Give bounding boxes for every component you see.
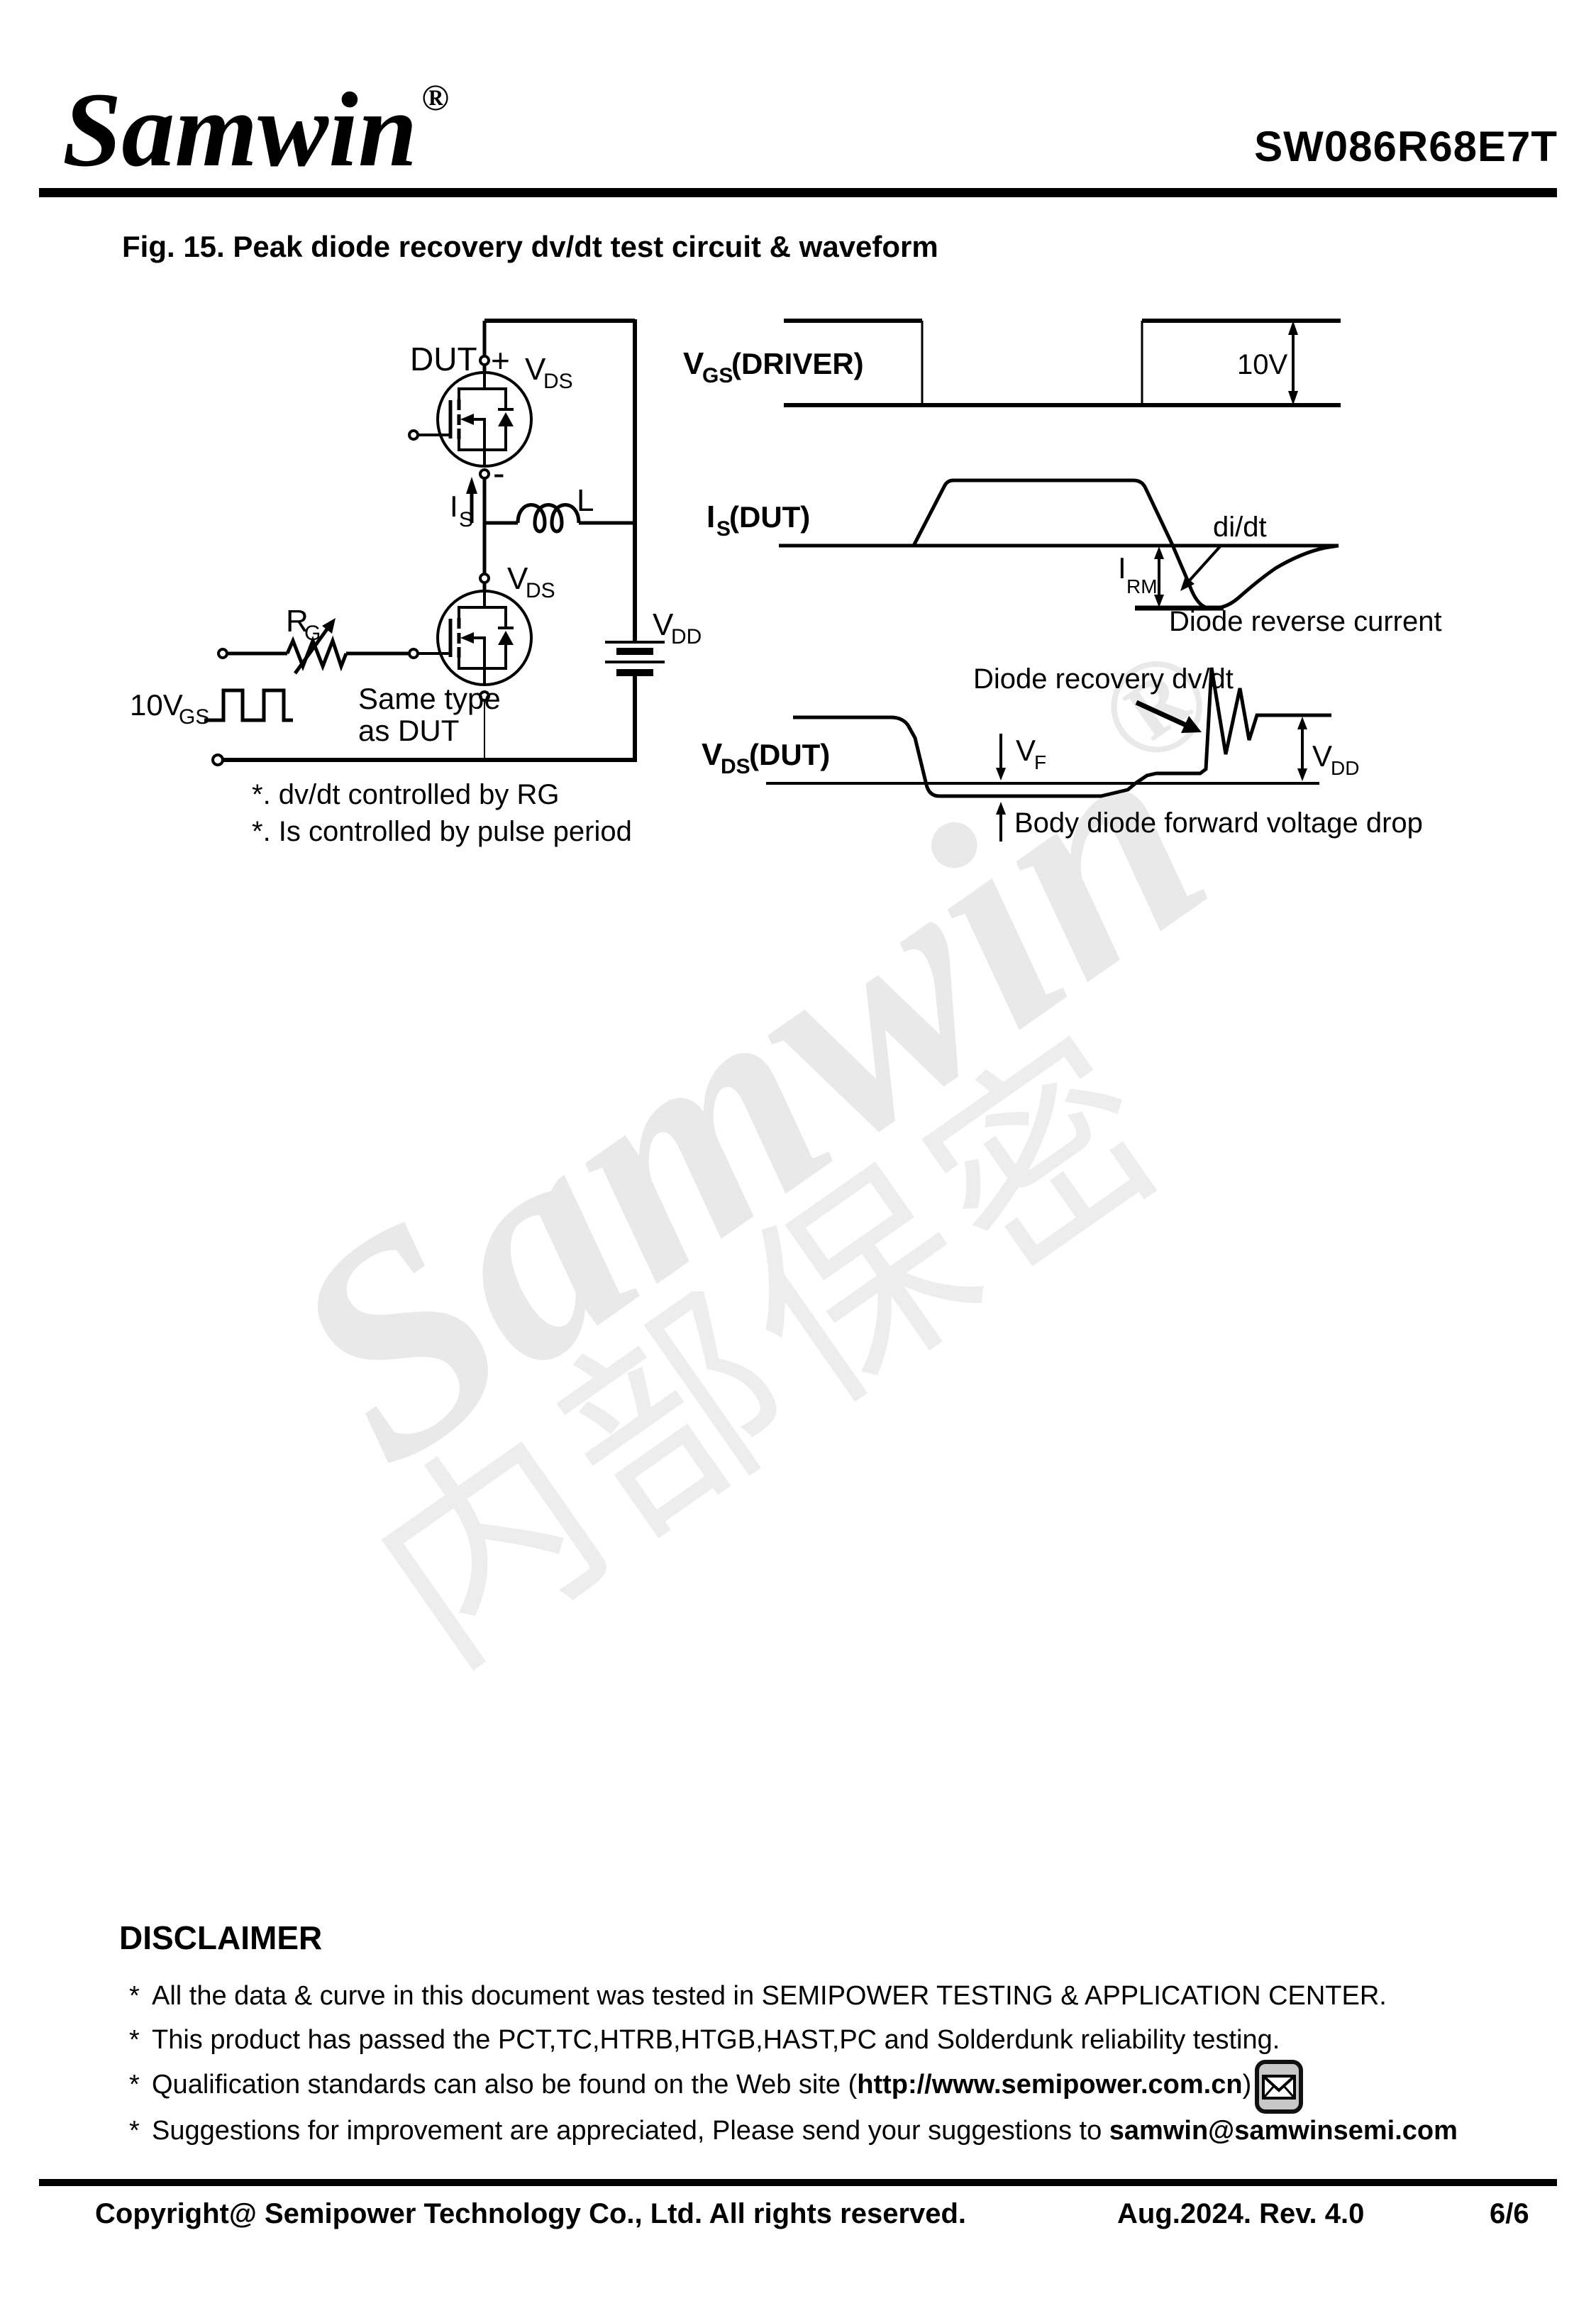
- email-link[interactable]: samwin@samwinsemi.com: [1109, 2116, 1458, 2146]
- didt-arrow-shaft: [1188, 544, 1223, 582]
- is-row-label: I: [706, 500, 715, 534]
- dvdt-test-circuit: V DD DUT + V DS - V DS I: [130, 319, 702, 847]
- bullet: *: [129, 2070, 140, 2100]
- bullet: *: [129, 2025, 140, 2055]
- footer-copyright: Copyright@ Semipower Technology Co., Ltd…: [95, 2198, 967, 2229]
- vdd-wave-subscript: DD: [1331, 757, 1359, 779]
- vds-upper-label: V: [525, 352, 546, 387]
- vgs-amplitude-arrow-down-icon: [1288, 391, 1298, 405]
- minus-sign: -: [493, 453, 505, 493]
- gate-source-label: 10V: [130, 688, 183, 722]
- variable-resistor-arrow-shaft: [293, 626, 331, 675]
- vds-mid-label: V: [507, 561, 528, 596]
- footer-page-number: 6/6: [1490, 2198, 1529, 2229]
- dut-label: DUT: [410, 341, 477, 377]
- disclaimer-item: * Qualification standards can also be fou…: [129, 2070, 1251, 2100]
- vds-row-label-rest: (DUT): [749, 738, 830, 771]
- disclaimer-item: * This product has passed the PCT,TC,HTRB…: [129, 2025, 1280, 2056]
- bullet: *: [129, 1981, 140, 2011]
- vgs-amplitude-arrow-up-icon: [1288, 321, 1298, 335]
- didt-label: di/dt: [1213, 512, 1267, 543]
- vgs-row-label: V: [683, 346, 704, 381]
- vdd-arrow-down-icon: [1297, 768, 1307, 781]
- disclaimer-text: Suggestions for improvement are apprecia…: [152, 2116, 1109, 2146]
- disclaimer-item: * All the data & curve in this document w…: [129, 1981, 1387, 2012]
- diode-recovery-arrow-shaft: [1135, 700, 1187, 728]
- didt-arrow-icon: [1180, 576, 1195, 591]
- vgs-amplitude-label: 10V: [1237, 349, 1287, 380]
- disclaimer-item: * Suggestions for improvement are appreci…: [129, 2116, 1458, 2146]
- diode-reverse-current-label: Diode reverse current: [1169, 606, 1442, 637]
- resistor-icon: [285, 635, 348, 672]
- return-terminal-node: [211, 754, 224, 766]
- footer-divider: [39, 2179, 1557, 2186]
- body-diode-arrow-up-icon: [996, 802, 1006, 815]
- vgs-row-label-rest: (DRIVER): [731, 347, 864, 380]
- vds-row-label: V: [702, 737, 723, 772]
- disclaimer-text: Qualification standards can also be foun…: [152, 2070, 858, 2100]
- body-diode-label: Body diode forward voltage drop: [1014, 807, 1423, 839]
- dut-drain-node: [479, 355, 490, 366]
- variable-resistor-arrow-icon: [322, 618, 336, 634]
- disclaimer-text: All the data & curve in this document wa…: [152, 1981, 1387, 2011]
- mosfet-driver-symbol: [409, 591, 531, 685]
- bullet: *: [129, 2116, 140, 2146]
- vgs-row-subscript: GS: [702, 364, 733, 387]
- same-type-label-line2: as DUT: [358, 714, 459, 747]
- vdd-arrow-up-icon: [1297, 717, 1307, 729]
- company-logo: Samwin®: [62, 77, 449, 183]
- dut-source-node: [479, 468, 490, 480]
- rg-label: R: [286, 604, 309, 639]
- irm-arrow-up-icon: [1154, 546, 1164, 559]
- mosfet-dut-symbol: [409, 373, 531, 466]
- vds-voltage-curve: [793, 667, 1331, 798]
- irm-subscript: RM: [1126, 575, 1158, 597]
- pulse-wave-icon: [204, 688, 293, 722]
- is-circuit-subscript: S: [459, 508, 473, 531]
- is-current-arrow-icon: [466, 477, 477, 494]
- gate-drive-terminal-node: [217, 648, 228, 659]
- is-circuit-label: I: [450, 490, 458, 523]
- disclaimer-text-post: ): [1242, 2070, 1252, 2100]
- vdd-source-subscript: DD: [671, 625, 702, 649]
- waveform-plots: V GS (DRIVER) 10V I S (DUT) I RM di/dt: [683, 319, 1442, 842]
- disclaimer-heading: DISCLAIMER: [119, 1919, 323, 1956]
- rg-subscript: G: [304, 622, 321, 645]
- circuit-note-2: *. Is controlled by pulse period: [252, 816, 632, 847]
- vdd-source-label: V: [653, 607, 674, 642]
- diode-recovery-label: Diode recovery dv/dt: [973, 663, 1234, 695]
- part-number: SW086R68E7T: [1254, 123, 1558, 170]
- figure-title: Fig. 15. Peak diode recovery dv/dt test …: [122, 230, 938, 263]
- vds-mid-subscript: DS: [526, 579, 555, 602]
- vdd-wave-label: V: [1312, 739, 1332, 773]
- vf-arrow-down-icon: [996, 768, 1006, 780]
- vf-subscript: F: [1034, 751, 1046, 773]
- header-divider: [39, 188, 1557, 197]
- circuit-note-1: *. dv/dt controlled by RG: [252, 779, 560, 810]
- company-logo-text: Samwin: [62, 71, 418, 189]
- irm-arrow-down-icon: [1154, 595, 1164, 607]
- gate-source-subscript: GS: [179, 705, 209, 729]
- same-type-label-line1: Same type: [358, 682, 501, 715]
- battery-icon: [605, 641, 665, 676]
- diode-recovery-arrow-icon: [1181, 716, 1202, 733]
- driver-drain-node: [479, 573, 490, 584]
- footer-revision: Aug.2024. Rev. 4.0: [1117, 2198, 1365, 2229]
- inductor-label: L: [577, 483, 594, 518]
- disclaimer-text: This product has passed the PCT,TC,HTRB,…: [152, 2025, 1280, 2055]
- irm-label: I: [1118, 551, 1126, 585]
- inductor-icon: [516, 503, 581, 534]
- email-icon[interactable]: [1254, 2059, 1304, 2114]
- is-row-subscript: S: [716, 517, 731, 541]
- registered-mark-icon: ®: [421, 78, 450, 118]
- vds-row-subscript: DS: [721, 755, 750, 778]
- vds-upper-subscript: DS: [543, 370, 573, 393]
- website-link[interactable]: http://www.semipower.com.cn: [857, 2070, 1243, 2100]
- plus-sign: +: [491, 342, 510, 379]
- is-row-label-rest: (DUT): [729, 500, 810, 534]
- vf-label: V: [1016, 734, 1036, 767]
